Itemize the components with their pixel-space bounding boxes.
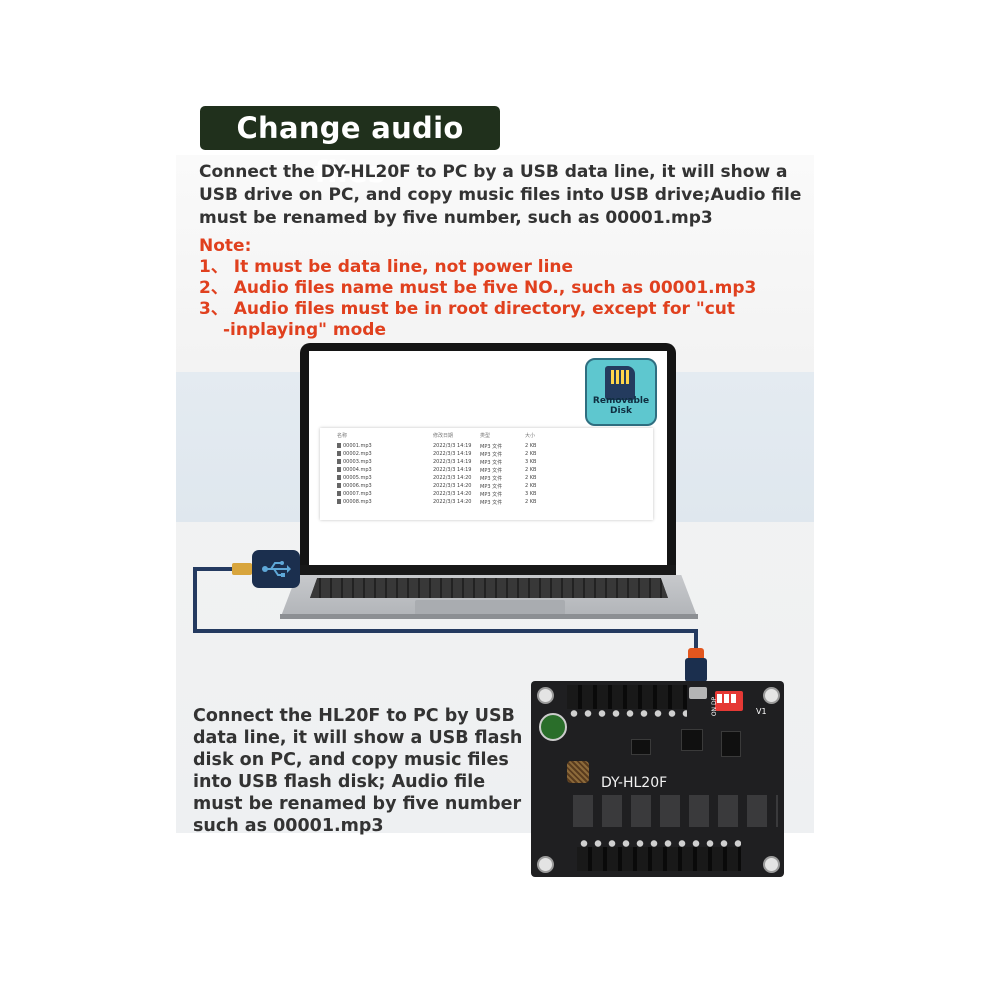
bottom-terminal-block — [577, 847, 741, 871]
file-row[interactable]: 00004.mp3 2022/3/3 14:19 MP3 文件 2 KB — [320, 467, 653, 475]
terminal-screws — [567, 709, 687, 718]
ic-chip — [721, 731, 741, 757]
file-date: 2022/3/3 14:20 — [433, 483, 472, 489]
file-explorer-window: 名称 修改日期 类型 大小 00001.mp3 2022/3/3 14:19 M… — [320, 428, 653, 520]
file-size: 3 KB — [525, 459, 537, 465]
file-size: 2 KB — [525, 443, 537, 449]
file-name: 00007.mp3 — [343, 491, 372, 497]
file-type: MP3 文件 — [480, 460, 503, 466]
capacitor — [539, 713, 567, 741]
file-type: MP3 文件 — [480, 444, 503, 450]
audio-file-icon — [337, 467, 341, 472]
laptop-chin — [300, 565, 676, 576]
file-date: 2022/3/3 14:20 — [433, 491, 472, 497]
dy-hl20f-board: ON DP V1 DY-HL20F — [531, 681, 784, 877]
dip-switch[interactable] — [715, 691, 743, 711]
column-name[interactable]: 名称 — [337, 433, 348, 439]
mounting-hole — [537, 856, 554, 873]
audio-file-icon — [337, 459, 341, 464]
page-title: Change audio files — [200, 106, 500, 189]
audio-file-icon — [337, 451, 341, 456]
column-modified[interactable]: 修改日期 — [433, 433, 454, 439]
usb-symbol-icon — [262, 561, 291, 577]
file-row[interactable]: 00007.mp3 2022/3/3 14:20 MP3 文件 3 KB — [320, 491, 653, 499]
file-name: 00005.mp3 — [343, 475, 372, 481]
ic-chip — [631, 739, 651, 755]
micro-usb-plug — [685, 658, 707, 682]
terminal-screws — [577, 839, 741, 848]
audio-file-icon — [337, 499, 341, 504]
file-date: 2022/3/3 14:19 — [433, 451, 472, 457]
usb-connector-tip — [232, 563, 252, 575]
file-row[interactable]: 00003.mp3 2022/3/3 14:19 MP3 文件 3 KB — [320, 459, 653, 467]
mounting-hole — [763, 687, 780, 704]
usb-cable — [694, 629, 698, 651]
file-date: 2022/3/3 14:19 — [433, 467, 472, 473]
file-row[interactable]: 00002.mp3 2022/3/3 14:19 MP3 文件 2 KB — [320, 451, 653, 459]
laptop-keyboard — [310, 578, 668, 598]
mounting-hole — [537, 687, 554, 704]
file-name: 00006.mp3 — [343, 483, 372, 489]
board-version: V1 — [756, 707, 767, 716]
audio-file-icon — [337, 475, 341, 480]
usb-cable — [193, 567, 235, 571]
file-size: 2 KB — [525, 483, 537, 489]
column-type[interactable]: 类型 — [480, 433, 491, 439]
transistor-row — [573, 795, 778, 827]
usb-plug — [252, 550, 300, 588]
removable-disk-icon[interactable]: Removable Disk — [585, 358, 657, 426]
note-item-2: 2、 Audio files name must be five NO., su… — [199, 278, 757, 298]
file-list-header: 名称 修改日期 类型 大小 — [320, 432, 653, 440]
dip-switch-label: ON DP — [711, 696, 719, 717]
file-size: 2 KB — [525, 451, 537, 457]
sd-card-contacts — [611, 370, 631, 384]
file-date: 2022/3/3 14:20 — [433, 499, 472, 505]
board-brand: DY-HL20F — [601, 775, 668, 791]
file-row[interactable]: 00006.mp3 2022/3/3 14:20 MP3 文件 2 KB — [320, 483, 653, 491]
micro-usb-port — [689, 687, 707, 699]
note-item-3: 3、 Audio files must be in root directory… — [199, 299, 735, 319]
ic-chip — [681, 729, 703, 751]
file-name: 00008.mp3 — [343, 499, 372, 505]
inductor-coil — [567, 761, 589, 783]
file-name: 00001.mp3 — [343, 443, 372, 449]
file-type: MP3 文件 — [480, 452, 503, 458]
intro-text: Connect the DY-HL20F to PC by a USB data… — [199, 162, 802, 228]
file-row[interactable]: 00008.mp3 2022/3/3 14:20 MP3 文件 2 KB — [320, 499, 653, 507]
note-item-3-cont: -inplaying" mode — [223, 320, 386, 340]
laptop-touchpad — [415, 600, 565, 615]
file-type: MP3 文件 — [480, 476, 503, 482]
removable-disk-label: Removable Disk — [592, 396, 650, 416]
file-name: 00003.mp3 — [343, 459, 372, 465]
file-row[interactable]: 00001.mp3 2022/3/3 14:19 MP3 文件 2 KB — [320, 443, 653, 451]
file-size: 2 KB — [525, 475, 537, 481]
usb-cable — [193, 629, 698, 633]
usb-cable — [193, 567, 197, 633]
file-date: 2022/3/3 14:20 — [433, 475, 472, 481]
file-name: 00002.mp3 — [343, 451, 372, 457]
file-type: MP3 文件 — [480, 468, 503, 474]
micro-usb-strain-relief — [688, 648, 704, 660]
top-terminal-block — [567, 685, 687, 709]
audio-file-icon — [337, 491, 341, 496]
file-size: 3 KB — [525, 491, 537, 497]
file-size: 2 KB — [525, 499, 537, 505]
column-size[interactable]: 大小 — [525, 433, 536, 439]
audio-file-icon — [337, 483, 341, 488]
mounting-hole — [763, 856, 780, 873]
laptop-front-edge — [280, 614, 698, 619]
file-size: 2 KB — [525, 467, 537, 473]
file-name: 00004.mp3 — [343, 467, 372, 473]
audio-file-icon — [337, 443, 341, 448]
note-item-1: 1、 It must be data line, not power line — [199, 257, 574, 277]
file-date: 2022/3/3 14:19 — [433, 459, 472, 465]
file-type: MP3 文件 — [480, 492, 503, 498]
file-date: 2022/3/3 14:19 — [433, 443, 472, 449]
note-heading: Note: — [199, 236, 252, 256]
note-block: Note: 1、 It must be data line, not power… — [199, 236, 799, 341]
file-type: MP3 文件 — [480, 500, 503, 506]
bottom-instructions: Connect the HL20F to PC by USB data line… — [193, 706, 523, 836]
file-row[interactable]: 00005.mp3 2022/3/3 14:20 MP3 文件 2 KB — [320, 475, 653, 483]
file-type: MP3 文件 — [480, 484, 503, 490]
